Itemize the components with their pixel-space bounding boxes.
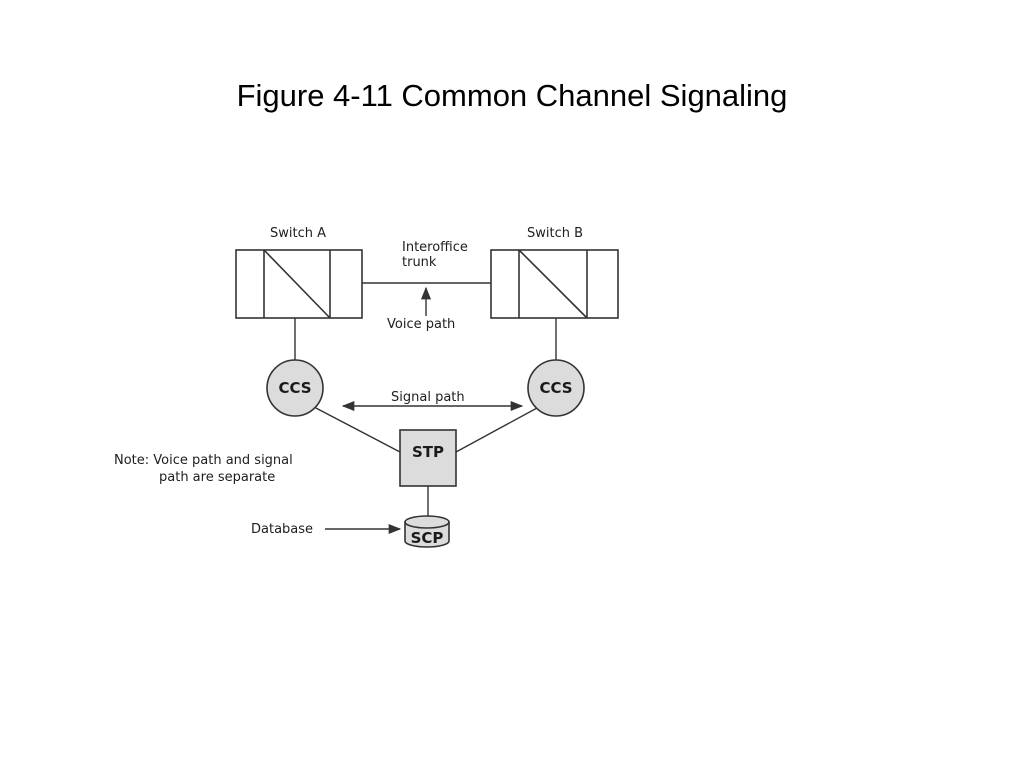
trunk-label-line-1: Interoffice xyxy=(402,240,468,255)
scp-label: SCP xyxy=(411,529,444,547)
database-label: Database xyxy=(251,522,313,537)
note-line-1: Note: Voice path and signal xyxy=(114,453,293,468)
note-line-2: path are separate xyxy=(159,470,275,485)
switch-a xyxy=(235,249,363,319)
ccs-left-label: CCS xyxy=(278,379,311,397)
voice-path-label: Voice path xyxy=(387,317,455,332)
switch-b xyxy=(490,249,619,319)
signal-path-label: Signal path xyxy=(391,390,465,405)
ccs-right-node xyxy=(527,359,585,417)
ccs-left-stp-link xyxy=(313,406,401,453)
switch-b-label: Switch B xyxy=(527,226,583,241)
ccs-right-label: CCS xyxy=(539,379,572,397)
page-title: Figure 4-11 Common Channel Signaling xyxy=(236,78,788,113)
ccs-left-node xyxy=(266,359,324,417)
ccs-right-stp-link xyxy=(455,407,538,453)
scp-node xyxy=(404,515,450,548)
switch-a-label: Switch A xyxy=(270,226,326,241)
trunk-label-line-2: trunk xyxy=(402,255,437,270)
stp-label: STP xyxy=(412,443,444,461)
